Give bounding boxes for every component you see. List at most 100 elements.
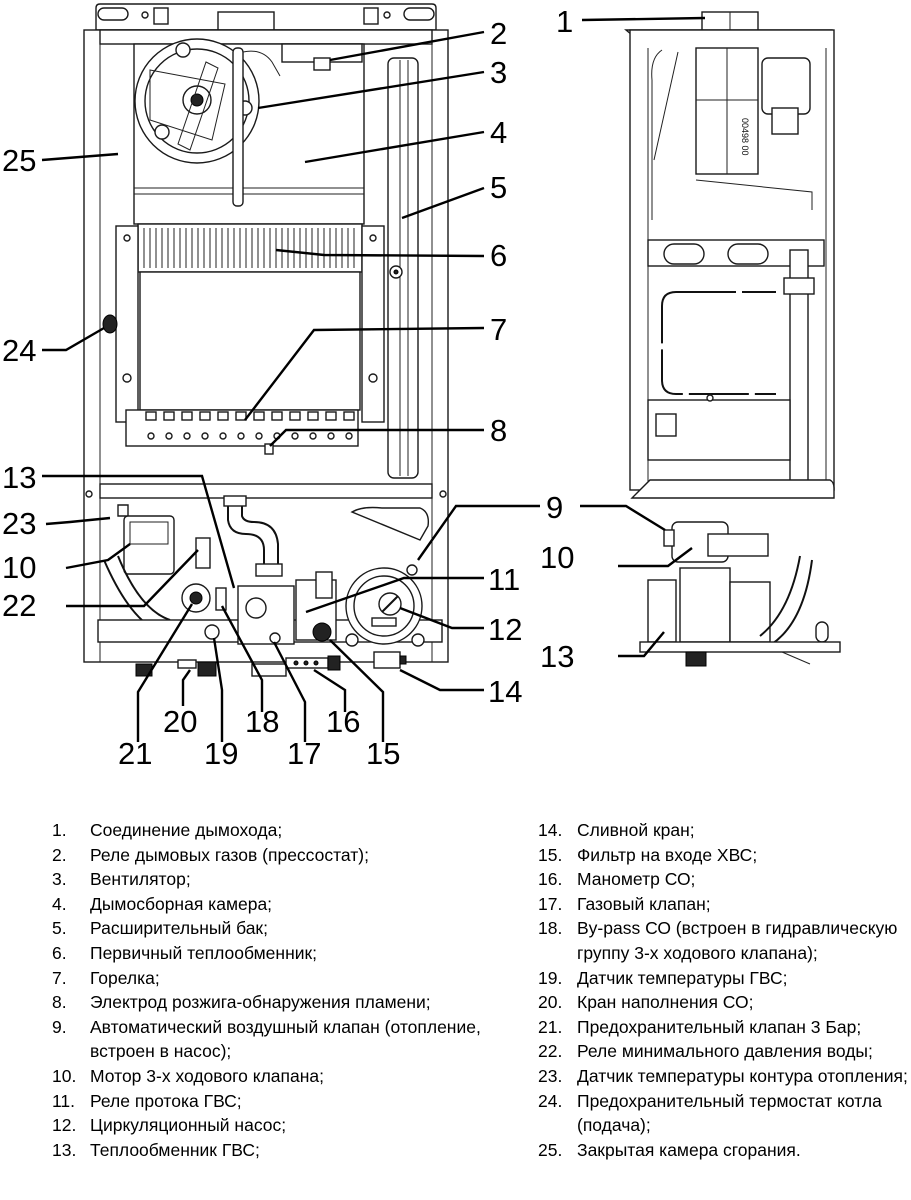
bracket-slot-left bbox=[97, 7, 129, 21]
top-rail bbox=[99, 29, 433, 45]
burner-jet bbox=[145, 411, 157, 421]
bypass bbox=[215, 587, 227, 611]
burner-jet bbox=[199, 411, 211, 421]
legend-item: 16.Манометр СО; bbox=[538, 867, 911, 892]
leader-2 bbox=[329, 30, 485, 62]
legend-item: 17.Газовый клапан; bbox=[538, 892, 911, 917]
legend-item: 12.Циркуляционный насос; bbox=[52, 1113, 492, 1138]
leader-6 bbox=[275, 248, 485, 258]
heating-temp-sensor bbox=[117, 504, 129, 517]
callout-9: 9 bbox=[546, 490, 563, 525]
legend-item-number: 1. bbox=[52, 820, 67, 840]
legend-item-text: Теплообменник ГВС; bbox=[90, 1139, 260, 1160]
three-way-valve-motor bbox=[123, 515, 175, 575]
burner-nozzle bbox=[147, 432, 155, 440]
leader-25 bbox=[41, 152, 119, 162]
legend-item: 18.By-pass СО (встроен в гидравлическую … bbox=[538, 916, 911, 965]
screw bbox=[706, 394, 714, 402]
legend-item: 4.Дымосборная камера; bbox=[52, 892, 492, 917]
callout-25: 25 bbox=[2, 143, 36, 178]
legend-item-text: Реле дымовых газов (прессостат); bbox=[90, 844, 369, 865]
burner-jet bbox=[271, 411, 283, 421]
leader-24 bbox=[42, 326, 105, 352]
side-pipe-curve bbox=[759, 555, 801, 637]
motor-detail bbox=[129, 521, 169, 545]
leader-3 bbox=[257, 70, 485, 110]
legend-item-number: 11. bbox=[52, 1090, 76, 1111]
pipe-nut bbox=[255, 563, 283, 577]
legend-item-number: 23. bbox=[538, 1065, 563, 1086]
callout-2: 2 bbox=[490, 16, 507, 51]
burner-jet bbox=[253, 411, 265, 421]
callout-4: 4 bbox=[490, 115, 507, 150]
front-view bbox=[83, 3, 449, 677]
leader-11 bbox=[305, 576, 484, 614]
legend-item-text: Циркуляционный насос; bbox=[90, 1115, 287, 1136]
callout-7: 7 bbox=[490, 312, 507, 347]
burner-jet bbox=[307, 411, 319, 421]
side-bottom-rail bbox=[630, 479, 835, 499]
legend-item-number: 14. bbox=[538, 820, 563, 840]
safety-valve-core bbox=[189, 591, 203, 605]
side-brace bbox=[653, 51, 679, 161]
screw bbox=[85, 490, 93, 498]
callout-8: 8 bbox=[490, 413, 507, 448]
pressure-switch-side-base bbox=[771, 107, 799, 135]
pump-air-vent bbox=[406, 564, 418, 576]
legend-item-text: Кран наполнения СО; bbox=[577, 992, 754, 1013]
drain-knob bbox=[399, 655, 407, 665]
side-connector bbox=[707, 533, 769, 557]
pump-head bbox=[350, 506, 430, 541]
legend-item-text: Горелка; bbox=[90, 967, 160, 988]
fan bbox=[134, 38, 260, 164]
side-stamp: 00498 00 bbox=[740, 118, 750, 156]
legend-item: 19.Датчик температуры ГВС; bbox=[538, 966, 911, 991]
bracket-slot-right bbox=[403, 7, 435, 21]
pump-cap-slot bbox=[381, 595, 399, 613]
burner-nozzle bbox=[255, 432, 263, 440]
burner-jet bbox=[343, 411, 355, 421]
legend-item-number: 16. bbox=[538, 869, 563, 890]
leader-side-10 bbox=[618, 547, 693, 568]
burner-nozzle bbox=[165, 432, 173, 440]
pipe bbox=[117, 555, 171, 621]
legend-item-number: 25. bbox=[538, 1139, 563, 1160]
legend-item-text: Первичный теплообменник; bbox=[90, 942, 318, 963]
side-base-plate bbox=[639, 641, 841, 653]
leader-20 bbox=[181, 669, 191, 706]
legend-item-text: By-pass СО (встроен в гидравлическую гру… bbox=[577, 918, 898, 963]
side-brace bbox=[695, 179, 813, 210]
pressure-switch-nozzle bbox=[313, 57, 331, 71]
leader-21 bbox=[136, 603, 194, 742]
legend-item: 24.Предохранительный термостат котла (по… bbox=[538, 1089, 911, 1138]
gauge-dot bbox=[303, 660, 309, 666]
combustion-chamber bbox=[139, 271, 361, 411]
leader-side-13 bbox=[618, 631, 665, 658]
legend-item-text: Фильтр на входе ХВС; bbox=[577, 844, 758, 865]
ignition-electrode bbox=[264, 443, 274, 455]
pump-bolt bbox=[411, 633, 425, 647]
bracket-tab bbox=[153, 7, 169, 25]
callout-12: 12 bbox=[488, 612, 522, 647]
gauge-dot bbox=[313, 660, 319, 666]
leader-22 bbox=[66, 549, 199, 608]
legend-item-text: Реле минимального давления воды; bbox=[577, 1041, 873, 1062]
callout-21: 21 bbox=[118, 736, 152, 771]
legend-item-text: Газовый клапан; bbox=[577, 893, 711, 914]
safety-thermostat bbox=[102, 314, 118, 334]
burner-nozzle bbox=[201, 432, 209, 440]
pipe-elbow bbox=[227, 500, 265, 566]
legend-item: 21.Предохранительный клапан 3 Бар; bbox=[538, 1015, 911, 1040]
callout-side-10: 10 bbox=[540, 540, 574, 575]
callout-side-13: 13 bbox=[540, 639, 574, 674]
legend-item-number: 2. bbox=[52, 844, 67, 865]
dhw-flow-switch bbox=[315, 571, 333, 599]
legend-item-number: 6. bbox=[52, 942, 67, 963]
screw bbox=[122, 373, 132, 383]
burner-jet bbox=[289, 411, 301, 421]
legend-item-text: Датчик температуры ГВС; bbox=[577, 967, 788, 988]
heat-exchanger-fins bbox=[143, 228, 355, 268]
flue-stub bbox=[217, 11, 275, 31]
legend-item-text: Вентилятор; bbox=[90, 869, 191, 890]
leader-16 bbox=[313, 668, 347, 712]
